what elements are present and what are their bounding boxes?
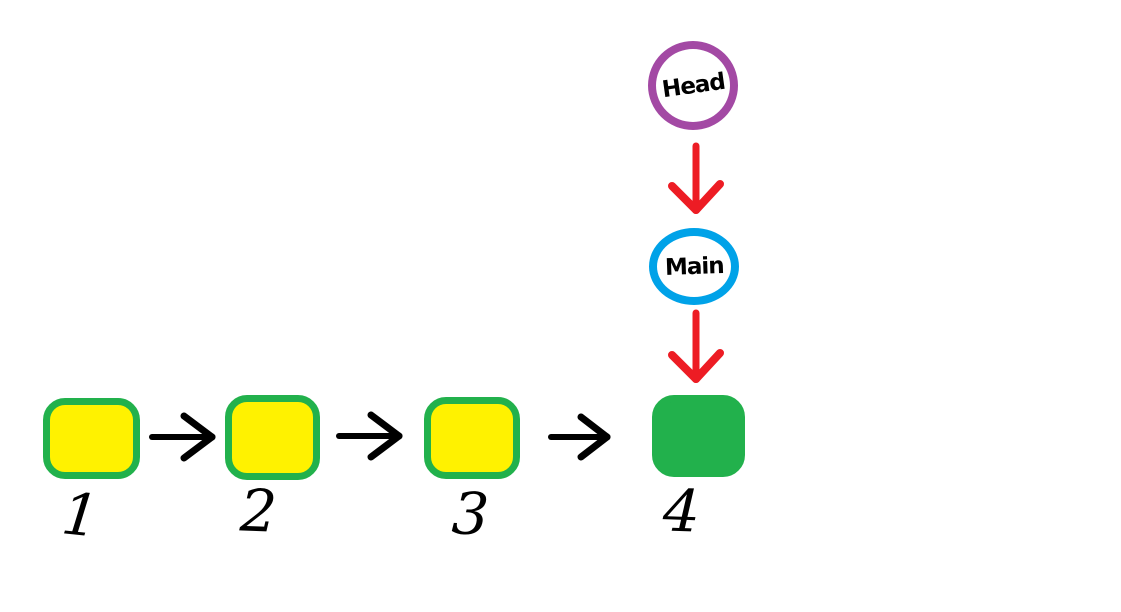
- black-arrow-node1-to-node2-icon: [149, 412, 216, 462]
- main-pointer-label: Main: [664, 252, 724, 281]
- node-1-label: 1: [58, 479, 103, 551]
- black-arrow-node3-to-node4-icon: [548, 413, 611, 461]
- node-2-label: 2: [238, 476, 279, 546]
- node-3-label: 3: [450, 479, 491, 549]
- red-arrow-main-to-node4-icon: [668, 309, 724, 383]
- list-node-3: [424, 397, 520, 479]
- list-node-2: [225, 395, 320, 480]
- list-node-1: [43, 398, 140, 479]
- red-arrow-head-to-main-icon: [668, 142, 724, 214]
- black-arrow-node2-to-node3-icon: [336, 411, 403, 461]
- main-pointer-node: Main: [649, 228, 739, 305]
- node-4-label: 4: [661, 476, 702, 546]
- head-pointer-node: Head: [648, 41, 738, 130]
- list-node-4: [652, 395, 745, 477]
- head-pointer-label: Head: [660, 68, 726, 103]
